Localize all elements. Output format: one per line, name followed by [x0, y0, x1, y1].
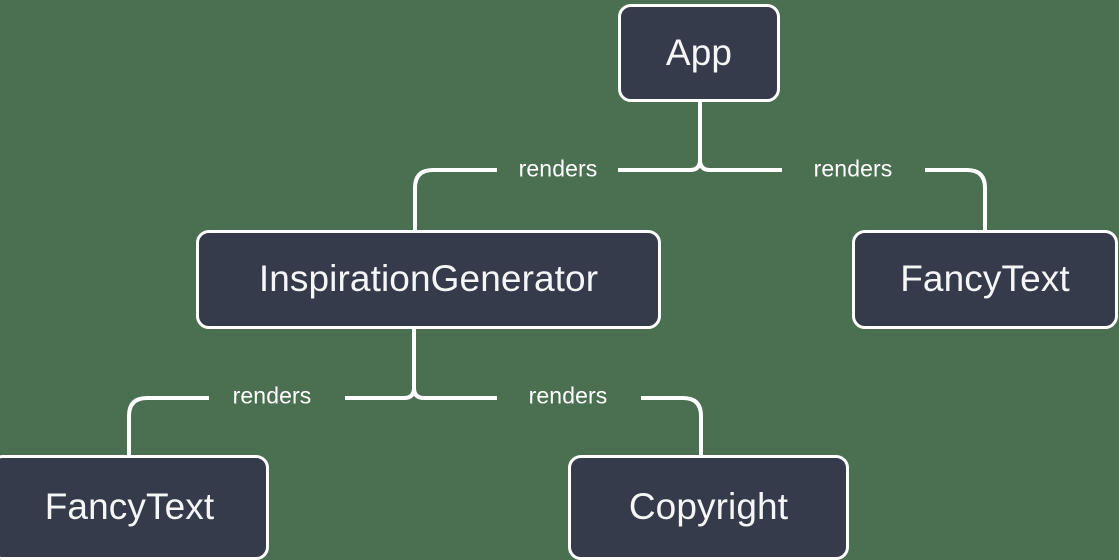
node-fancytext-left[interactable]: FancyText [0, 455, 269, 560]
edge-label-inspiration-generator-to-copyright: renders [528, 382, 608, 409]
edge-inspiration-stem-right [412, 329, 425, 400]
node-app-label: App [665, 31, 733, 73]
node-inspiration-generator-label: InspirationGenerator [258, 258, 599, 299]
edge-label-inspiration-generator-to-fancytext: renders [232, 382, 312, 409]
edge-label-app-to-fancytext: renders [813, 155, 893, 182]
node-copyright[interactable]: Copyright [568, 455, 849, 560]
node-app[interactable]: App [618, 4, 780, 102]
node-fancytext-left-label: FancyText [44, 486, 215, 527]
node-inspiration-generator[interactable]: InspirationGenerator [196, 230, 661, 329]
node-fancytext-right-label: FancyText [900, 258, 1070, 299]
edge-app-stem-right [698, 101, 711, 172]
edge-app-stem [689, 101, 702, 172]
node-fancytext-right[interactable]: FancyText [852, 230, 1118, 329]
edge-inspiration-stem [403, 329, 416, 400]
edge-label-app-to-inspiration-generator: renders [518, 155, 598, 182]
node-copyright-label: Copyright [628, 486, 789, 527]
